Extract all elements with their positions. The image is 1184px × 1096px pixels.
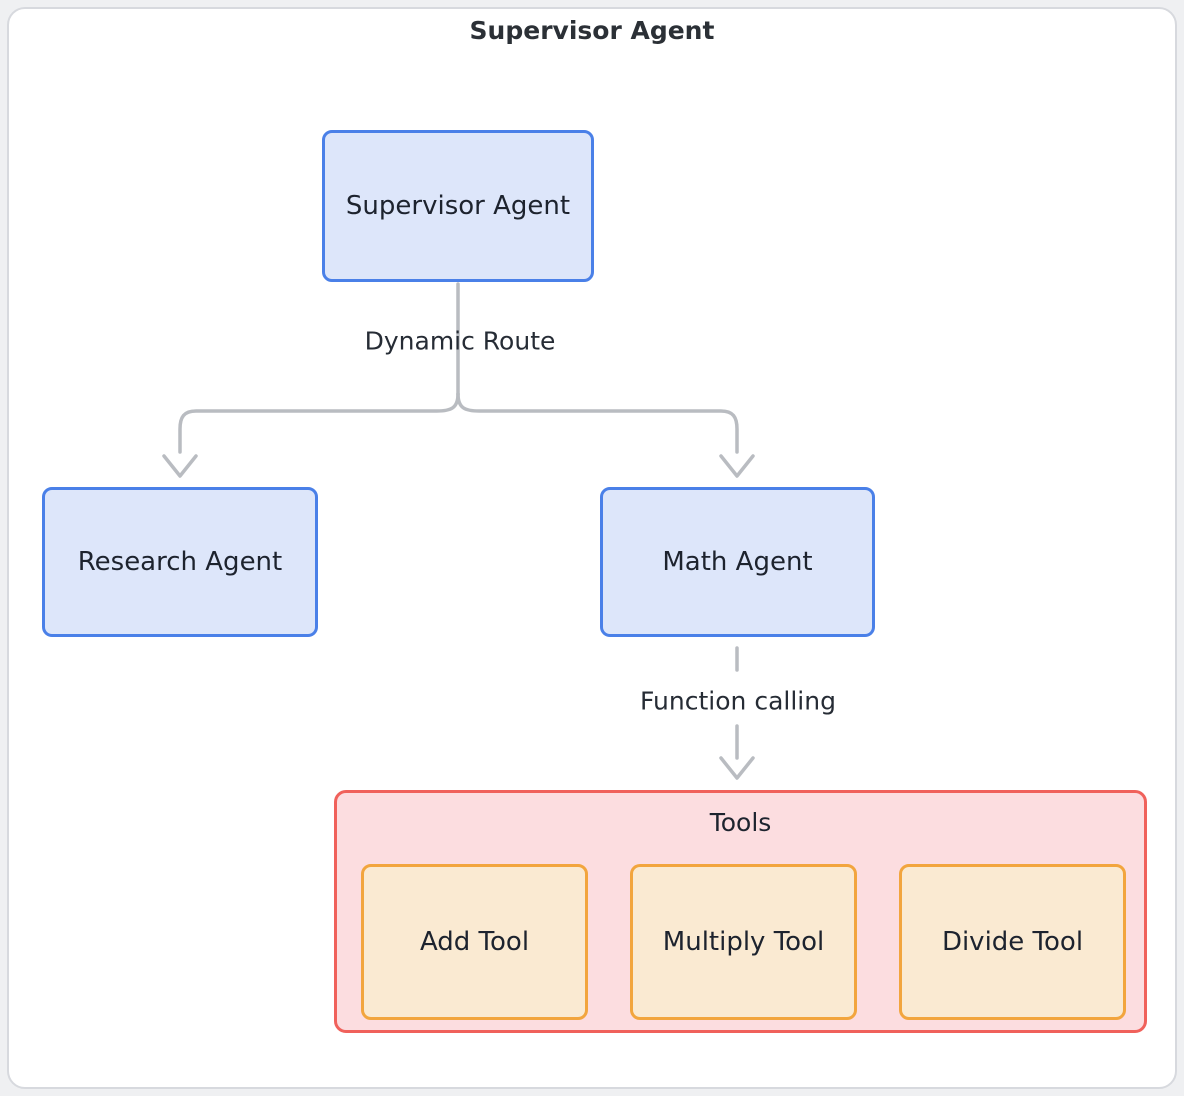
node-add-tool: Add Tool bbox=[361, 864, 588, 1020]
node-multiply-tool-label: Multiply Tool bbox=[662, 927, 825, 957]
node-math-agent-label: Math Agent bbox=[662, 547, 813, 577]
tools-group-label: Tools bbox=[709, 808, 772, 837]
node-research-agent-label: Research Agent bbox=[77, 547, 283, 577]
node-divide-tool: Divide Tool bbox=[899, 864, 1126, 1020]
tools-row: Add Tool Multiply Tool Divide Tool bbox=[361, 864, 1126, 1020]
node-add-tool-label: Add Tool bbox=[419, 927, 530, 957]
node-supervisor-agent: Supervisor Agent bbox=[322, 130, 594, 282]
edge-label-dynamic-route: Dynamic Route bbox=[364, 326, 556, 356]
tools-group: Tools Add Tool Multiply Tool Divide Tool bbox=[334, 790, 1147, 1033]
node-multiply-tool: Multiply Tool bbox=[630, 864, 857, 1020]
edge-label-function-calling: Function calling bbox=[640, 686, 836, 716]
diagram-title: Supervisor Agent bbox=[469, 16, 715, 45]
node-supervisor-agent-label: Supervisor Agent bbox=[345, 191, 571, 221]
node-divide-tool-label: Divide Tool bbox=[941, 927, 1084, 957]
node-math-agent: Math Agent bbox=[600, 487, 875, 637]
node-research-agent: Research Agent bbox=[42, 487, 318, 637]
